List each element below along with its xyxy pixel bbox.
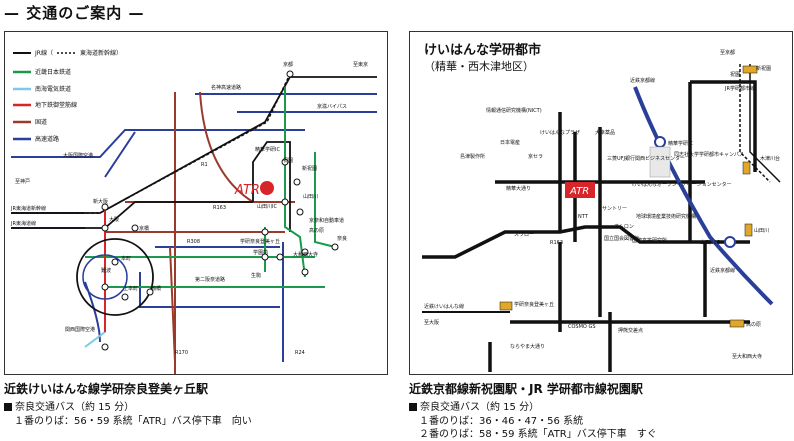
svg-text:至東京: 至東京 [353, 61, 368, 68]
svg-text:至大和西大寺: 至大和西大寺 [732, 353, 762, 360]
svg-text:日本電産: 日本電産 [500, 139, 520, 146]
svg-text:関西国際空港: 関西国際空港 [65, 326, 95, 333]
svg-text:至大阪: 至大阪 [424, 319, 439, 326]
atr-marker: ATR [234, 181, 274, 198]
svg-text:生駒: 生駒 [251, 272, 261, 279]
svg-text:第二阪奈道路: 第二阪奈道路 [195, 276, 225, 283]
svg-text:至京都: 至京都 [720, 49, 735, 56]
svg-text:京都: 京都 [283, 61, 293, 68]
legend-kintetsu: 近畿日本鉄道 [35, 68, 71, 76]
area-title: けいはんな学研都市 [424, 42, 541, 58]
svg-text:地球環境産業技術研究機構: 地球環境産業技術研究機構 [636, 213, 696, 220]
svg-text:新祝園: 新祝園 [756, 65, 771, 72]
svg-text:高の原: 高の原 [746, 321, 761, 328]
left-route-map: JR線（ 東海道新幹線） 近畿日本鉄道 南海電気鉄道 地下鉄御堂筋線 国道 高速… [4, 31, 388, 375]
atr-building: ATR [565, 182, 595, 198]
svg-text:大阪: 大阪 [109, 216, 119, 223]
svg-text:大阪国際空港: 大阪国際空港 [63, 152, 93, 159]
svg-text:祝園: 祝園 [283, 157, 293, 164]
svg-text:R163: R163 [550, 240, 563, 246]
svg-text:難波: 難波 [101, 267, 111, 274]
svg-text:サントリー: サントリー [602, 206, 627, 212]
svg-text:新大阪: 新大阪 [93, 198, 108, 205]
svg-text:精華学研IC: 精華学研IC [668, 140, 693, 147]
legend-jr: JR線（ [34, 49, 53, 57]
page-title: — 交通のご案内 — [4, 4, 145, 22]
area-subtitle: （精華・西木津地区） [424, 60, 534, 73]
svg-text:本町: 本町 [121, 255, 131, 262]
legend-midosuji: 地下鉄御堂筋線 [35, 101, 77, 109]
svg-text:R308: R308 [187, 239, 200, 245]
svg-text:JR学研都市線: JR学研都市線 [724, 85, 755, 92]
legend: JR線（ 東海道新幹線） 近畿日本鉄道 南海電気鉄道 地下鉄御堂筋線 国道 高速… [13, 49, 122, 143]
svg-text:山田川IC: 山田川IC [700, 239, 720, 246]
svg-text:島津製作所: 島津製作所 [460, 153, 485, 160]
svg-text:R163: R163 [213, 205, 226, 211]
right-caption-line1: 奈良交通バス（約 15 分） [409, 398, 539, 413]
svg-text:鶴橋: 鶴橋 [151, 285, 161, 292]
svg-text:近鉄けいはんな線: 近鉄けいはんな線 [424, 303, 464, 310]
svg-text:近鉄京都線: 近鉄京都線 [710, 267, 735, 274]
left-caption-line1: 奈良交通バス（約 15 分） [4, 398, 134, 413]
svg-text:R1: R1 [201, 162, 208, 168]
legend-nankai: 南海電気鉄道 [35, 85, 71, 93]
svg-text:奈良: 奈良 [337, 235, 347, 242]
legend-shinkansen: 東海道新幹線） [80, 49, 122, 57]
svg-text:情報通信研究機構(NICT): 情報通信研究機構(NICT) [486, 107, 542, 114]
legend-national-road: 国道 [35, 118, 47, 126]
right-caption-line2: １番のりば：36・46・47・56 系統 [419, 416, 584, 427]
svg-text:けいはんなオープンイノベーションセンター: けいはんなオープンイノベーションセンター [632, 181, 732, 188]
right-caption-line3: ２番のりば：58・59 系統「ATR」バス停下車 すぐ [419, 429, 657, 440]
svg-text:至神戸: 至神戸 [15, 178, 30, 185]
svg-text:京奈和自動車道: 京奈和自動車道 [309, 217, 344, 224]
right-map-svg: けいはんな学研都市 （精華・西木津地区） ATR 至京 [422, 42, 781, 372]
svg-text:けいはんなプラザ: けいはんなプラザ [540, 129, 580, 136]
svg-text:上本町: 上本町 [123, 285, 138, 292]
svg-text:京セラ: 京セラ [528, 153, 543, 160]
svg-text:精華大通り: 精華大通り [506, 185, 531, 192]
svg-text:オムロン: オムロン [614, 224, 634, 230]
svg-text:押熊交差点: 押熊交差点 [618, 327, 643, 334]
svg-text:京橋: 京橋 [139, 225, 149, 232]
svg-text:山田川: 山田川 [754, 227, 769, 234]
right-area-map: けいはんな学研都市 （精華・西木津地区） ATR 至京 [409, 31, 793, 375]
svg-text:国際高等研究所: 国際高等研究所 [632, 237, 667, 244]
right-caption-title: 近鉄京都線新祝園駅・JR 学研都市線祝園駅 [409, 382, 643, 396]
svg-text:山田川IC: 山田川IC [257, 203, 277, 210]
svg-text:大和西大寺: 大和西大寺 [293, 251, 318, 258]
svg-text:祝園: 祝園 [730, 71, 740, 78]
svg-text:R24: R24 [295, 350, 305, 356]
svg-text:国立国会図書館: 国立国会図書館 [604, 235, 639, 242]
station-markers [499, 65, 758, 328]
left-caption-title: 近鉄けいはんな線学研奈良登美ヶ丘駅 [4, 382, 209, 396]
svg-text:高の原: 高の原 [309, 227, 324, 234]
svg-text:山田川: 山田川 [303, 193, 318, 200]
svg-text:ならやま大通り: ならやま大通り [510, 343, 545, 350]
svg-text:ATR: ATR [569, 186, 589, 197]
svg-text:COSMO GS: COSMO GS [568, 324, 596, 330]
svg-text:スワロー: スワロー [514, 232, 534, 238]
legend-expressway: 高速道路 [35, 135, 59, 143]
svg-text:学研奈良登美ヶ丘: 学研奈良登美ヶ丘 [240, 238, 280, 245]
svg-text:精華学研IC: 精華学研IC [255, 146, 280, 153]
svg-text:学園前: 学園前 [253, 249, 268, 256]
svg-text:京滋バイパス: 京滋バイパス [317, 103, 347, 110]
svg-text:学研奈良登美ヶ丘: 学研奈良登美ヶ丘 [514, 301, 554, 308]
left-caption-line2: １番のりば：56・59 系統「ATR」バス停下車 向い [14, 416, 252, 427]
svg-text:大幸薬品: 大幸薬品 [595, 129, 615, 136]
svg-text:名神高速道路: 名神高速道路 [211, 84, 241, 91]
svg-text:R170: R170 [175, 350, 188, 356]
svg-text:JR東海道新幹線: JR東海道新幹線 [10, 205, 46, 212]
svg-text:JR東海道線: JR東海道線 [10, 220, 36, 227]
svg-text:近鉄京都線: 近鉄京都線 [630, 77, 655, 84]
svg-text:NTT: NTT [578, 214, 589, 220]
svg-text:木津川台: 木津川台 [760, 155, 780, 162]
svg-text:ATR: ATR [234, 183, 260, 198]
svg-text:新祝園: 新祝園 [302, 165, 317, 172]
left-map-svg: JR線（ 東海道新幹線） 近畿日本鉄道 南海電気鉄道 地下鉄御堂筋線 国道 高速… [10, 49, 377, 374]
svg-text:三菱UFJ銀行関西ビジネスセンター: 三菱UFJ銀行関西ビジネスセンター [607, 155, 685, 162]
svg-text:同志社大学学研都市キャンパス: 同志社大学学研都市キャンパス [674, 151, 744, 158]
